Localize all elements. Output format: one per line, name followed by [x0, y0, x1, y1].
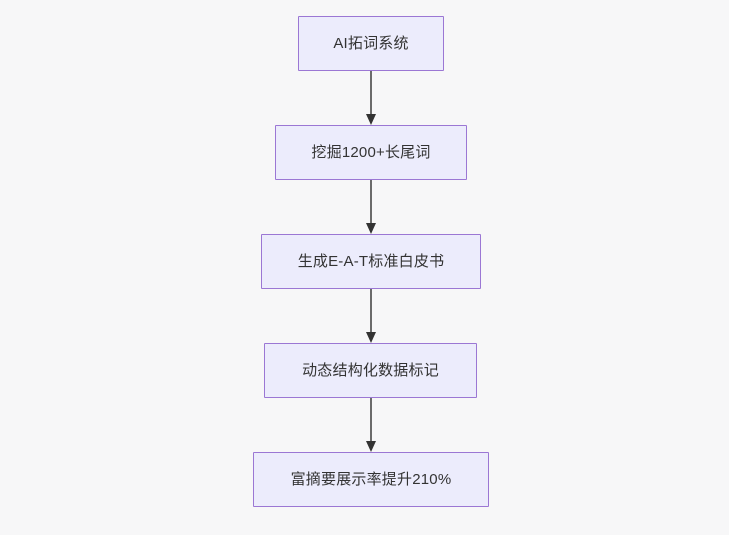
node-label: 动态结构化数据标记 — [302, 362, 439, 379]
node-label: 生成E-A-T标准白皮书 — [297, 253, 445, 270]
arrowhead-icon — [366, 441, 376, 452]
flowchart-node-3[interactable]: 生成E-A-T标准白皮书 — [261, 234, 481, 289]
arrowhead-icon — [366, 114, 376, 125]
node-label: 挖掘1200+长尾词 — [311, 144, 431, 161]
flowchart-node-1[interactable]: AI拓词系统 — [298, 16, 444, 71]
edge-n1-n2 — [366, 71, 376, 125]
flowchart-node-4[interactable]: 动态结构化数据标记 — [264, 343, 477, 398]
node-label: 富摘要展示率提升210% — [290, 471, 452, 488]
arrowhead-icon — [366, 223, 376, 234]
flowchart-node-2[interactable]: 挖掘1200+长尾词 — [275, 125, 467, 180]
node-label: AI拓词系统 — [333, 35, 409, 52]
edge-n2-n3 — [366, 180, 376, 234]
arrowhead-icon — [366, 332, 376, 343]
edge-n3-n4 — [366, 289, 376, 343]
flowchart-node-5[interactable]: 富摘要展示率提升210% — [253, 452, 489, 507]
edge-n4-n5 — [366, 398, 376, 452]
